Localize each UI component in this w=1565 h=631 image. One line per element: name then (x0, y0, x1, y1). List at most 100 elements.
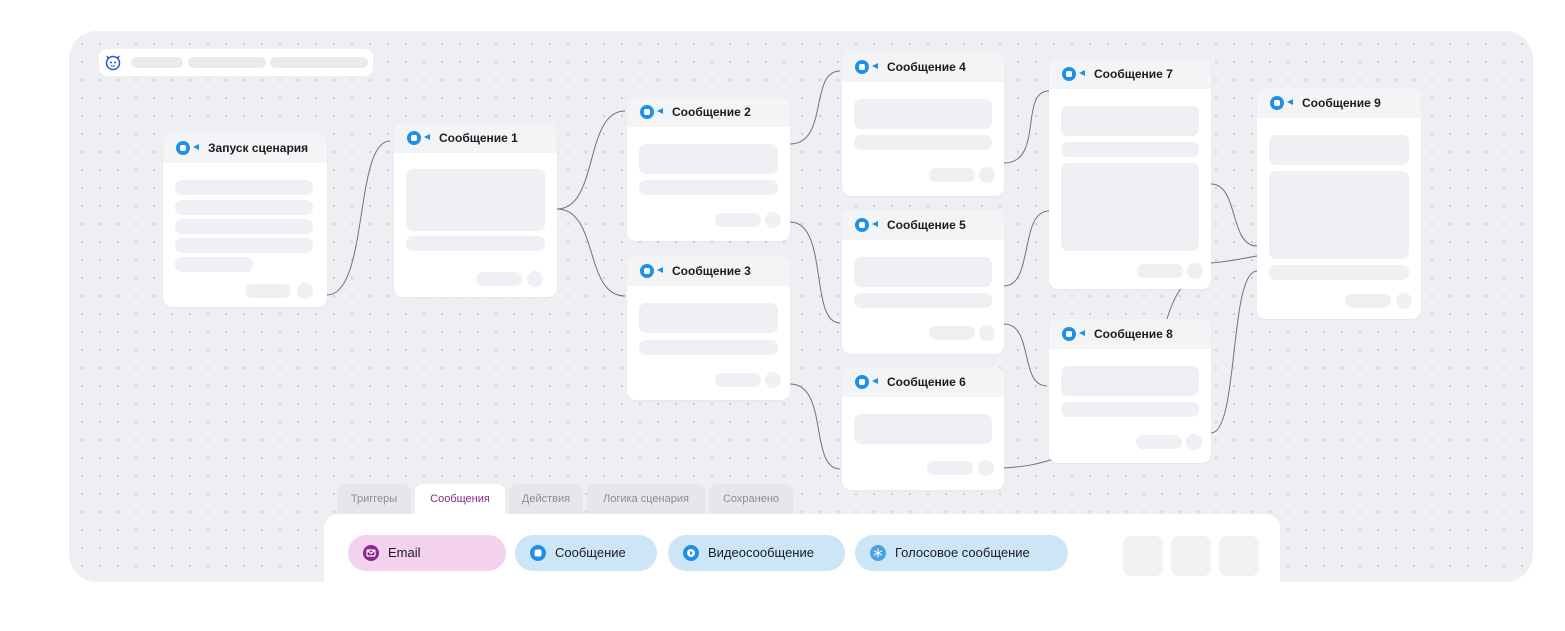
palette-email-button[interactable]: Email (348, 535, 506, 571)
toolbar-placeholder-3[interactable] (270, 57, 368, 68)
tab-actions[interactable]: Действия (509, 484, 583, 514)
telegram-icon (193, 144, 199, 150)
node-header[interactable]: Сообщение 2 (627, 97, 790, 127)
node-message-3[interactable]: Сообщение 3 (627, 256, 790, 400)
telegram-icon (872, 63, 878, 69)
edge-m2-m5 (789, 221, 841, 324)
node-connector-dot[interactable] (527, 271, 543, 287)
message-icon (1270, 96, 1284, 110)
palette-placeholder-2[interactable] (1171, 536, 1211, 576)
node-title: Сообщение 9 (1302, 96, 1381, 110)
scenario-canvas[interactable]: Запуск сценария Сообщение 1 Сообщение 2 (69, 31, 1533, 582)
edge-m7-m8 (1166, 286, 1183, 320)
edge-m7-m9a (1210, 183, 1258, 247)
node-title: Сообщение 8 (1094, 327, 1173, 341)
node-footer-pill (929, 168, 975, 182)
palette-voice-message-button[interactable]: Голосовое сообщение (855, 535, 1068, 571)
node-title: Запуск сценария (208, 141, 309, 155)
toolbar-placeholder-2[interactable] (188, 57, 266, 68)
node-message-4[interactable]: Сообщение 4 (842, 52, 1004, 196)
node-header[interactable]: Сообщение 4 (842, 52, 1004, 82)
palette-email-label: Email (388, 545, 421, 560)
node-header[interactable]: Сообщение 7 (1049, 59, 1211, 89)
node-message-9[interactable]: Сообщение 9 (1257, 88, 1421, 319)
skeleton-line (1061, 142, 1199, 157)
node-header[interactable]: Сообщение 5 (842, 210, 1004, 240)
skeleton-block (1269, 135, 1409, 165)
telegram-icon (872, 221, 878, 227)
skeleton-block (854, 414, 992, 444)
node-header[interactable]: Сообщение 1 (394, 123, 557, 153)
node-message-1[interactable]: Сообщение 1 (394, 123, 557, 297)
palette-message-label: Сообщение (555, 545, 626, 560)
node-title: Сообщение 3 (672, 264, 751, 278)
node-header[interactable]: Сообщение 3 (627, 256, 790, 286)
telegram-icon (657, 267, 663, 273)
toolbar-placeholder-1[interactable] (131, 57, 183, 68)
palette-placeholder-1[interactable] (1123, 536, 1163, 576)
edge-m8-m9 (1210, 270, 1258, 434)
palette-voice-message-label: Голосовое сообщение (895, 545, 1030, 560)
edge-m1-m2 (556, 110, 626, 210)
tab-saved[interactable]: Сохранено (709, 484, 793, 514)
edge-m5-m8 (1003, 323, 1048, 387)
node-connector-dot[interactable] (1187, 263, 1203, 279)
skeleton-block (1061, 106, 1199, 136)
node-connector-dot[interactable] (765, 212, 781, 228)
node-header[interactable]: Запуск сценария (163, 133, 327, 163)
telegram-icon (424, 134, 430, 140)
skeleton-line (175, 219, 313, 234)
skeleton-line (1269, 265, 1409, 280)
edge-m6-m8 (1003, 458, 1055, 469)
mascot-logo-icon[interactable] (104, 53, 122, 71)
telegram-icon (1079, 330, 1085, 336)
play-icon (683, 545, 699, 561)
node-header[interactable]: Сообщение 6 (842, 367, 1004, 397)
node-footer-pill (1345, 294, 1391, 308)
node-message-8[interactable]: Сообщение 8 (1049, 319, 1211, 463)
edge-m4-m7 (1003, 90, 1050, 164)
node-connector-dot[interactable] (1186, 434, 1202, 450)
node-connector-dot[interactable] (1396, 293, 1412, 309)
node-message-5[interactable]: Сообщение 5 (842, 210, 1004, 354)
node-connector-dot[interactable] (978, 460, 994, 476)
message-icon (1062, 327, 1076, 341)
connection-lines (326, 70, 1258, 470)
palette-placeholder-3[interactable] (1219, 536, 1259, 576)
node-footer-pill (927, 461, 973, 475)
snowflake-icon (870, 545, 886, 561)
edge-m1-m3 (556, 208, 626, 297)
node-message-7[interactable]: Сообщение 7 (1049, 59, 1211, 289)
node-connector-dot[interactable] (979, 325, 995, 341)
skeleton-block (1061, 163, 1199, 251)
palette-video-message-label: Видеосообщение (708, 545, 814, 560)
tab-scenario-logic[interactable]: Логика сценария (587, 484, 705, 514)
node-title: Сообщение 5 (887, 218, 966, 232)
palette-video-message-button[interactable]: Видеосообщение (668, 535, 845, 571)
node-start[interactable]: Запуск сценария (163, 133, 327, 307)
skeleton-line (1061, 402, 1199, 417)
message-icon (855, 60, 869, 74)
edge-m3-m6 (789, 383, 841, 470)
skeleton-line (175, 180, 313, 195)
telegram-icon (872, 378, 878, 384)
node-footer-pill (1136, 435, 1182, 449)
node-title: Сообщение 1 (439, 131, 518, 145)
node-connector-dot[interactable] (297, 283, 313, 299)
node-header[interactable]: Сообщение 8 (1049, 319, 1211, 349)
node-header[interactable]: Сообщение 9 (1257, 88, 1421, 118)
node-connector-dot[interactable] (765, 372, 781, 388)
edge-m5-m7 (1003, 210, 1050, 287)
palette-message-button[interactable]: Сообщение (515, 535, 657, 571)
skeleton-line (175, 200, 313, 215)
node-footer-pill (929, 326, 975, 340)
skeleton-line (639, 340, 778, 355)
tab-messages[interactable]: Сообщения (415, 484, 505, 514)
node-message-2[interactable]: Сообщение 2 (627, 97, 790, 241)
telegram-icon (1287, 99, 1293, 105)
node-title: Сообщение 4 (887, 60, 966, 74)
node-message-6[interactable]: Сообщение 6 (842, 367, 1004, 490)
skeleton-block (639, 144, 778, 174)
node-connector-dot[interactable] (979, 167, 995, 183)
tab-triggers[interactable]: Триггеры (337, 484, 411, 514)
